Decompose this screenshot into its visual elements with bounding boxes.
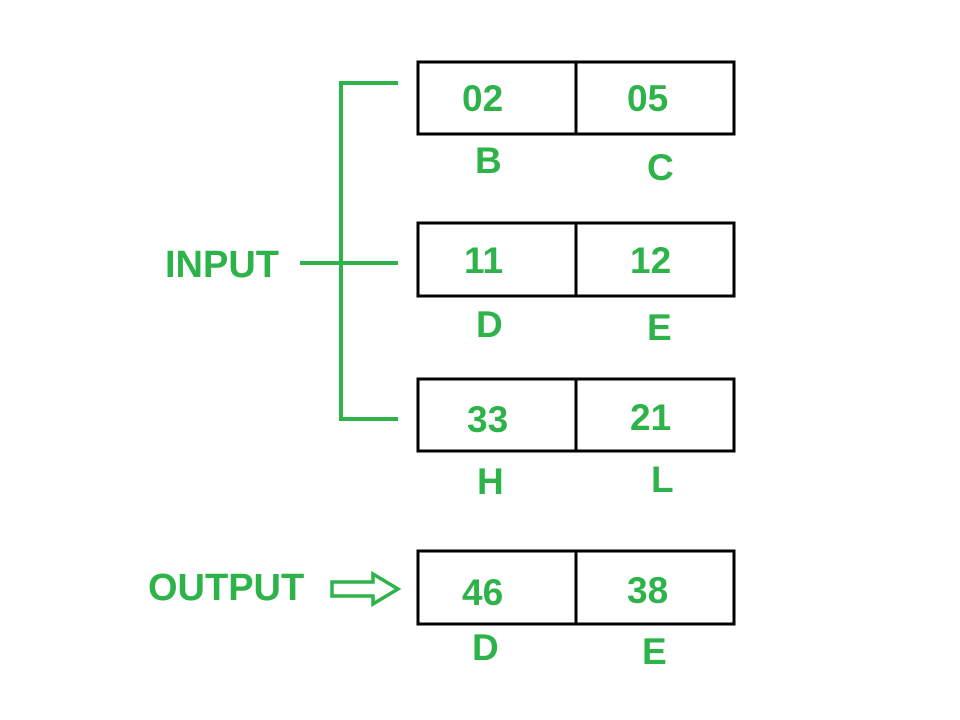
register-name: C xyxy=(647,147,674,188)
register-name: H xyxy=(477,461,504,502)
input-label: INPUT xyxy=(165,244,279,286)
register-value: 46 xyxy=(462,572,503,613)
register-name: D xyxy=(476,304,503,345)
register-name: B xyxy=(475,140,502,181)
register-name: E xyxy=(647,307,672,348)
register-value: 38 xyxy=(627,570,668,611)
hollow-right-arrow-icon xyxy=(330,570,402,608)
register-value: 11 xyxy=(464,240,503,281)
bracket-connector-icon xyxy=(300,81,398,421)
input-pair-3: 33 21 H L xyxy=(416,377,736,502)
register-name: E xyxy=(642,631,667,672)
register-name: D xyxy=(472,627,499,668)
input-pair-2: 11 12 D E xyxy=(416,221,736,348)
register-value: 05 xyxy=(627,78,668,119)
input-pair-1: 02 05 B C xyxy=(416,60,736,188)
output-pair: 46 38 D E xyxy=(416,549,736,672)
register-value: 33 xyxy=(467,399,508,440)
register-name: L xyxy=(651,459,674,500)
register-value: 12 xyxy=(630,240,671,281)
register-value: 02 xyxy=(462,78,503,119)
register-value: 21 xyxy=(630,397,671,438)
output-label: OUTPUT xyxy=(148,567,304,609)
